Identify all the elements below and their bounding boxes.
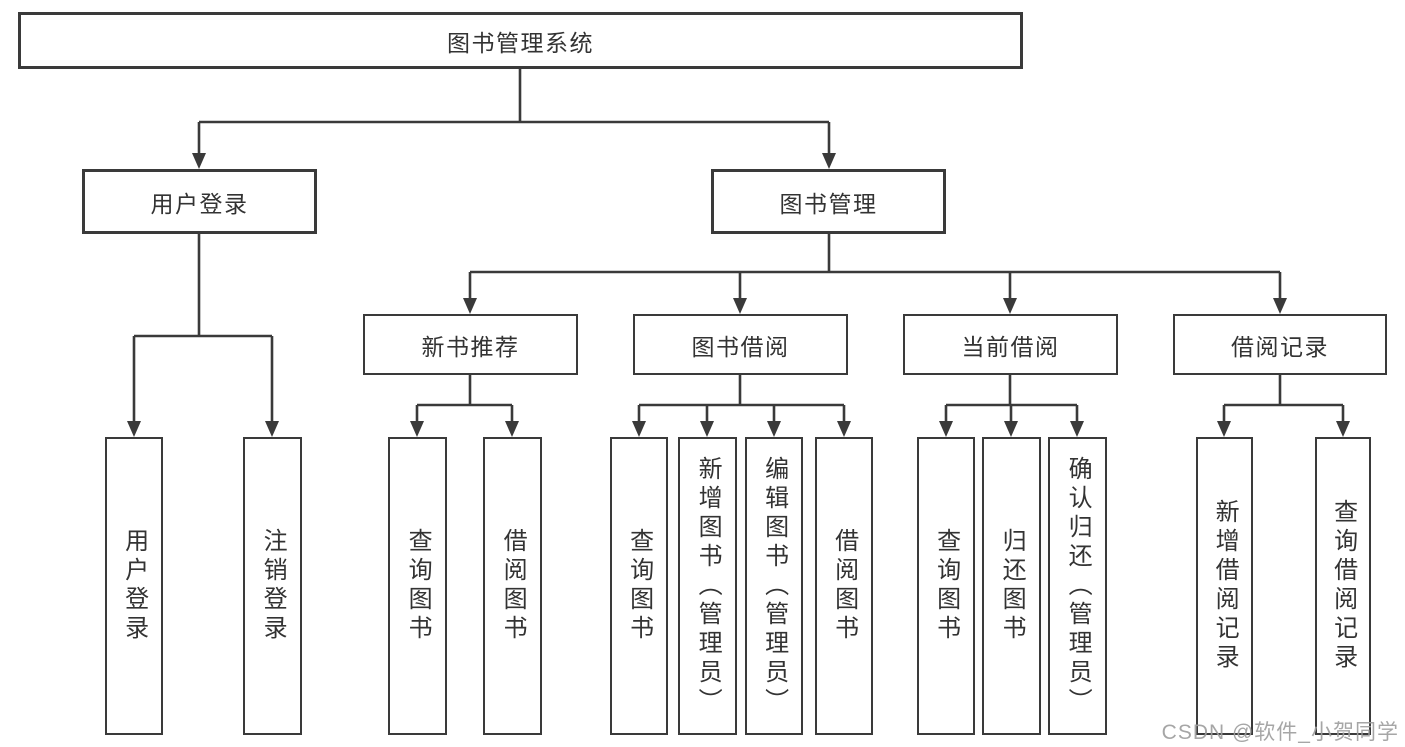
tree-edges [132,69,1345,424]
leaf-edit-books-admin: 编辑图书（管理员） [745,437,803,735]
leaf-add-borrow-record: 新增借阅记录 [1196,437,1253,735]
leaf-user-login: 用户登录 [105,437,163,735]
leaf-query-books-borrowing: 查询图书 [610,437,668,735]
node-label: 图书管理 [779,190,878,217]
node-library-management-system: 图书管理系统 [18,12,1023,69]
leaf-query-books-current: 查询图书 [917,437,975,735]
node-label: 借阅记录 [1231,333,1329,360]
leaf-label: 借阅图书 [499,528,527,644]
leaf-label: 新增借阅记录 [1211,499,1239,673]
node-new-book-recommendation: 新书推荐 [363,314,578,375]
leaf-query-borrow-record: 查询借阅记录 [1315,437,1371,735]
csdn-watermark: CSDN @软件_小贺同学 [1161,721,1399,744]
leaf-borrow-books-borrowing: 借阅图书 [815,437,873,735]
leaf-label: 查询借阅记录 [1329,499,1357,673]
leaf-add-books-admin: 新增图书（管理员） [678,437,737,735]
leaf-label: 查询图书 [625,528,653,644]
node-label: 当前借阅 [961,333,1060,360]
leaf-label: 归还图书 [998,528,1026,644]
leaf-label: 确认归还（管理员） [1064,455,1092,717]
leaf-label: 用户登录 [120,528,148,644]
node-current-borrowing: 当前借阅 [903,314,1118,375]
leaf-label: 查询图书 [932,528,960,644]
node-label: 新书推荐 [421,333,520,360]
node-book-management: 图书管理 [711,169,946,234]
node-label: 图书管理系统 [447,29,594,56]
node-label: 图书借阅 [691,333,790,360]
leaf-label: 注销登录 [259,528,287,644]
node-label: 用户登录 [150,190,249,217]
node-user-login: 用户登录 [82,169,317,234]
leaf-logout: 注销登录 [243,437,302,735]
leaf-confirm-return-admin: 确认归还（管理员） [1048,437,1107,735]
leaf-label: 编辑图书（管理员） [760,455,788,717]
leaf-label: 新增图书（管理员） [694,455,722,717]
leaf-label: 查询图书 [404,528,432,644]
leaf-query-books-recommend: 查询图书 [388,437,447,735]
node-book-borrowing: 图书借阅 [633,314,848,375]
leaf-label: 借阅图书 [830,528,858,644]
leaf-borrow-books-recommend: 借阅图书 [483,437,542,735]
node-borrowing-records: 借阅记录 [1173,314,1387,375]
leaf-return-books: 归还图书 [982,437,1041,735]
